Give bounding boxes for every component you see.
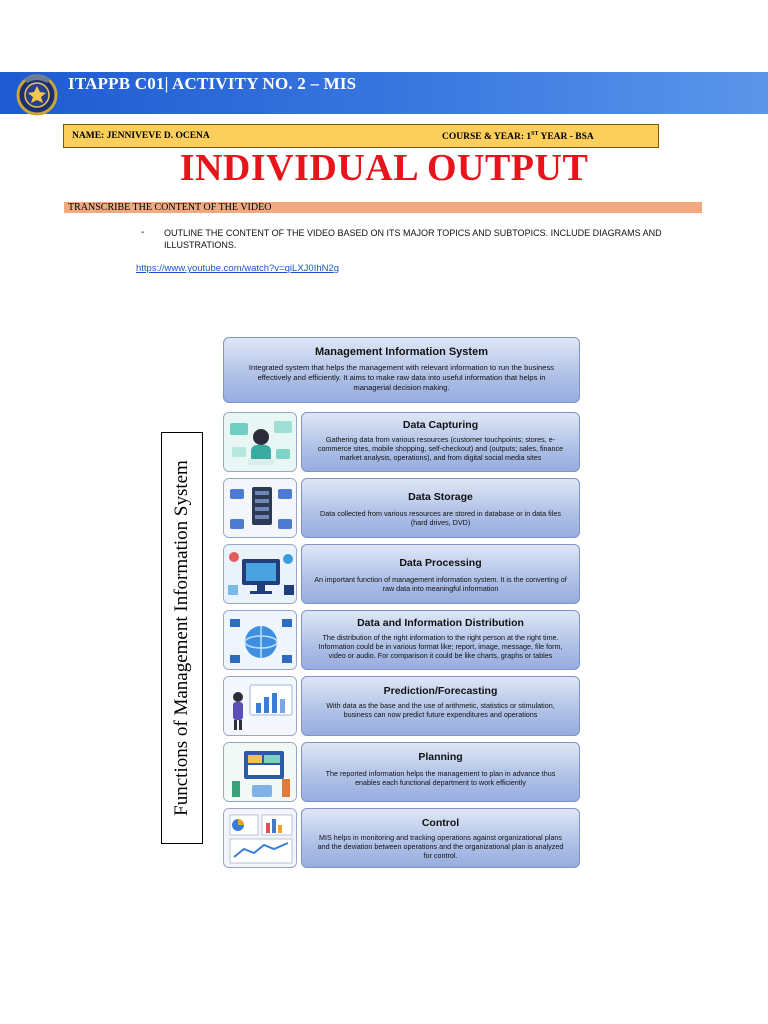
function-box-planning: Planning The reported information helps …	[301, 742, 580, 802]
page-title: INDIVIDUAL OUTPUT	[179, 147, 589, 189]
function-title: Data Capturing	[402, 419, 479, 431]
student-name: NAME: JENNIVEVE D. OCENA	[72, 131, 210, 141]
mis-description: Integrated system that helps the managem…	[248, 363, 555, 392]
function-box-data-distribution: Data and Information Distribution The di…	[301, 610, 580, 670]
course-year: COURSE & YEAR: 1ST YEAR - BSA	[442, 131, 594, 143]
function-box-data-storage: Data Storage Data collected from various…	[301, 478, 580, 538]
school-seal-icon	[16, 74, 58, 116]
data-processing-illustration	[223, 544, 297, 604]
function-title: Planning	[418, 751, 463, 763]
function-title: Data Storage	[408, 491, 473, 503]
function-title: Data and Information Distribution	[357, 617, 524, 629]
function-description: An important function of management info…	[314, 575, 567, 593]
planning-illustration	[223, 742, 297, 802]
function-box-prediction: Prediction/Forecasting With data as the …	[301, 676, 580, 736]
function-description: With data as the base and the use of ari…	[326, 701, 555, 719]
function-description: The distribution of the right informatio…	[318, 633, 563, 660]
task-heading: TRANSCRIBE THE CONTENT OF THE VIDEO	[68, 202, 272, 213]
functions-side-label-text: Functions of Management Information Syst…	[171, 460, 192, 816]
function-box-control: Control MIS helps in monitoring and trac…	[301, 808, 580, 868]
mis-title: Management Information System	[315, 346, 488, 358]
task-heading-bar: TRANSCRIBE THE CONTENT OF THE VIDEO	[64, 202, 702, 213]
instruction-text: OUTLINE THE CONTENT OF THE VIDEO BASED O…	[164, 228, 662, 250]
video-link[interactable]: https://www.youtube.com/watch?v=qiLXJ0Ih…	[136, 263, 340, 274]
header-bar	[0, 72, 768, 114]
function-description: MIS helps in monitoring and tracking ope…	[317, 833, 564, 860]
mis-definition-box: Management Information System Integrated…	[223, 337, 580, 403]
data-capturing-illustration	[223, 412, 297, 472]
function-description: The reported information helps the manag…	[325, 769, 556, 787]
function-box-data-capturing: Data Capturing Gathering data from vario…	[301, 412, 580, 472]
server-storage-illustration	[223, 478, 297, 538]
function-box-data-processing: Data Processing An important function of…	[301, 544, 580, 604]
function-title: Control	[421, 817, 460, 829]
function-description: Gathering data from various resources (c…	[317, 435, 564, 462]
function-title: Prediction/Forecasting	[383, 685, 498, 697]
functions-side-label: Functions of Management Information Syst…	[161, 432, 203, 844]
control-dashboard-illustration	[223, 808, 297, 868]
function-title: Data Processing	[399, 557, 482, 569]
bullet-dash: -	[141, 227, 145, 238]
forecasting-illustration	[223, 676, 297, 736]
function-description: Data collected from various resources ar…	[320, 509, 561, 527]
globe-distribution-illustration	[223, 610, 297, 670]
header-title: ITAPPB C01| ACTIVITY NO. 2 – MIS	[68, 74, 357, 93]
student-info-box: NAME: JENNIVEVE D. OCENA COURSE & YEAR: …	[63, 124, 659, 148]
